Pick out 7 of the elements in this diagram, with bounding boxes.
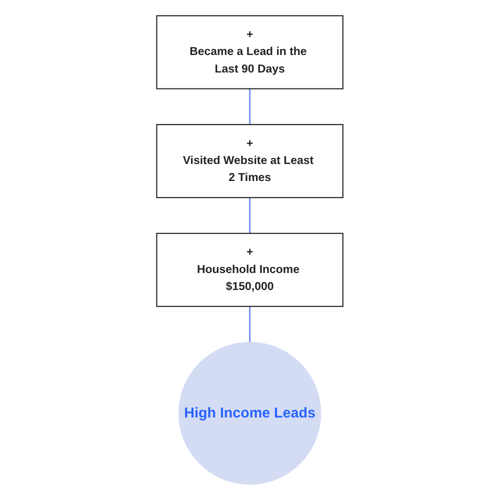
- node-circle: High Income Leads: [178, 342, 322, 485]
- node-box: + Visited Website at Least 2 Times: [156, 124, 344, 198]
- connector: [249, 88, 251, 125]
- connector: [249, 306, 251, 342]
- node-box: + Became a Lead in the Last 90 Days: [156, 15, 344, 90]
- node-box: + Household Income $150,000: [156, 232, 344, 307]
- connector: [249, 198, 251, 234]
